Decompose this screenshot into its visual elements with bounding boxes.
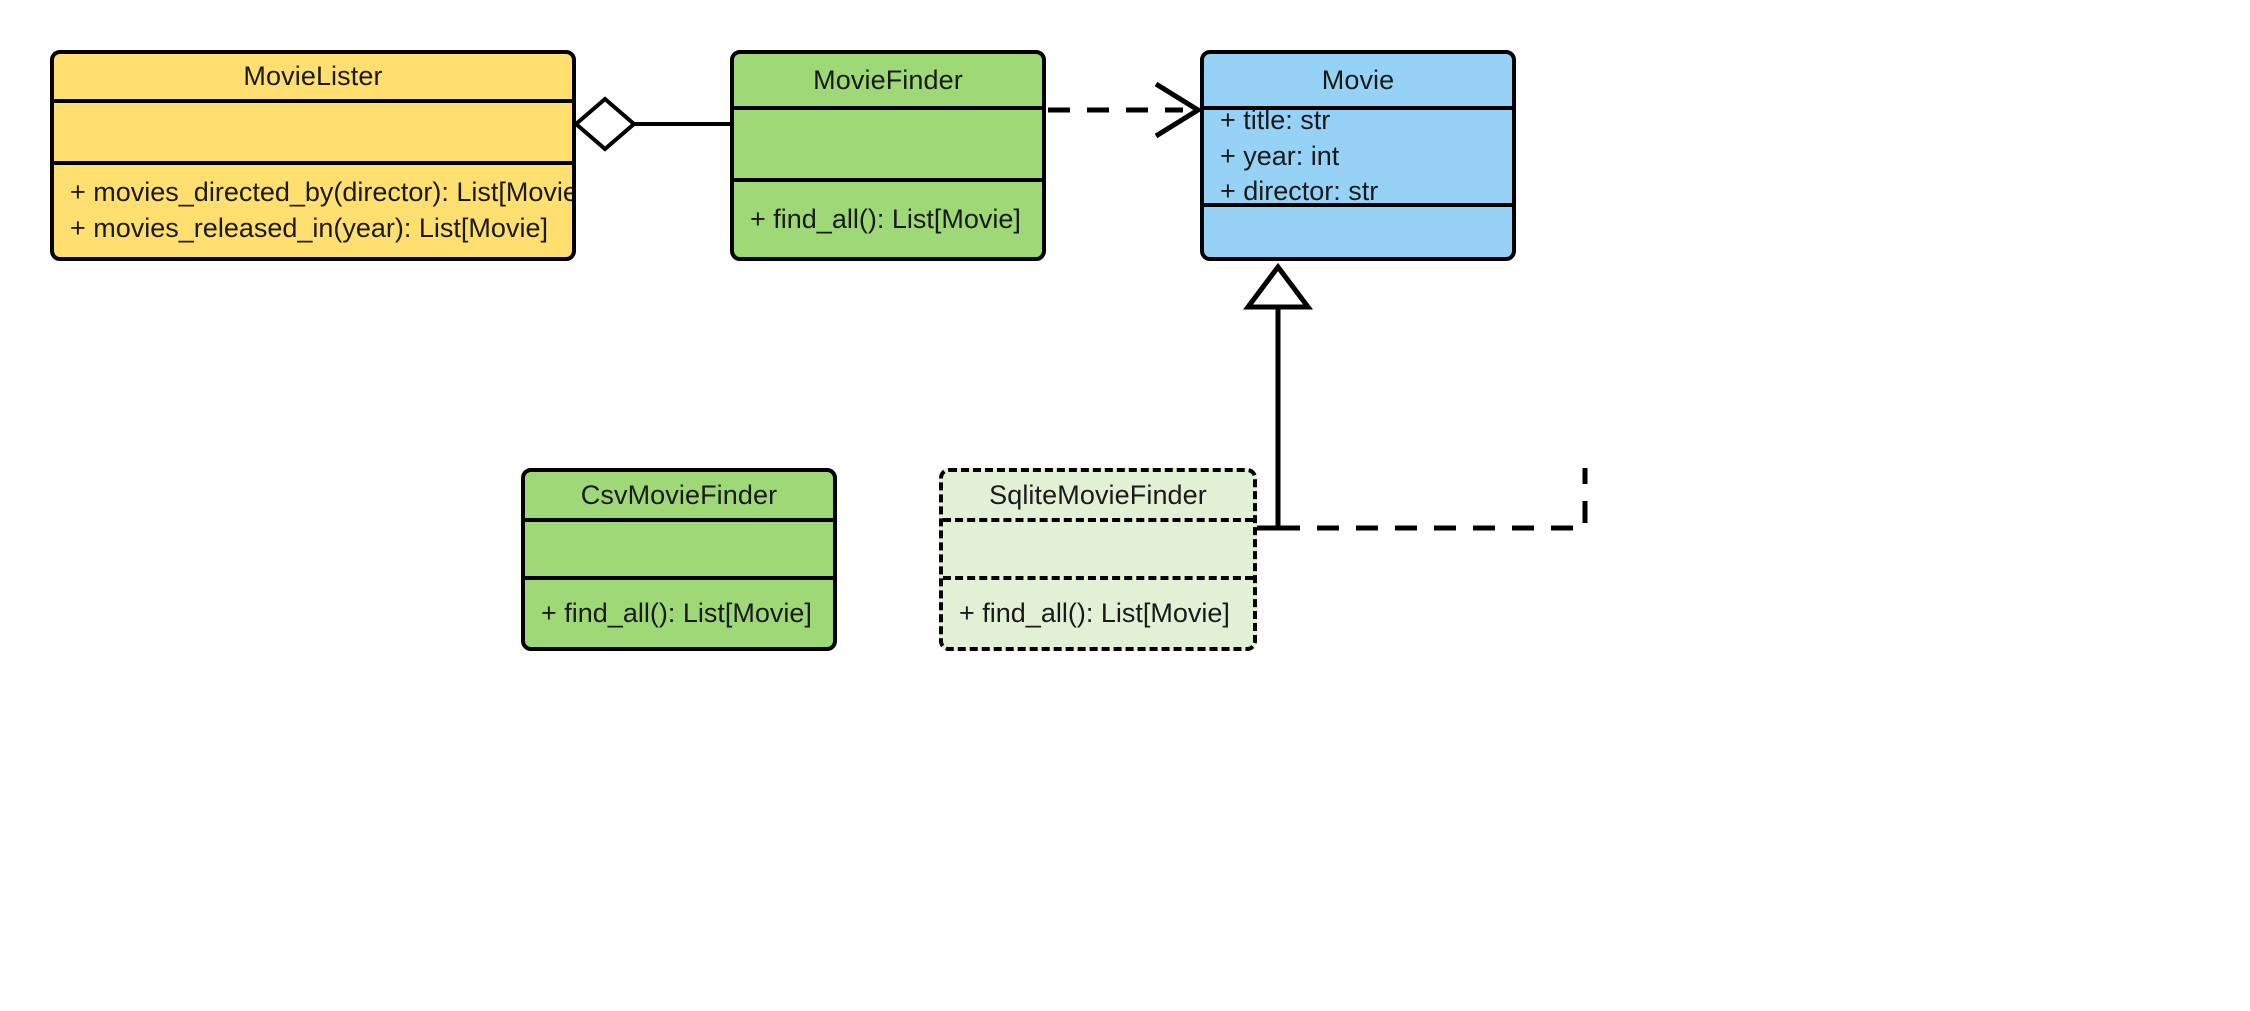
class-method: + find_all(): List[Movie] [959,597,1230,628]
class-name-sqlitemoviefinder: SqliteMovieFinder [989,479,1207,510]
class-attribute: + director: str [1220,176,1379,207]
class-title-compartment: CsvMovieFinder [525,472,833,522]
class-attribute: + year: int [1220,140,1340,171]
class-method: + movies_directed_by(director): List[Mov… [70,177,576,208]
class-methods-compartment: + find_all(): List[Movie] [525,580,833,647]
uml-class-sqlitemoviefinder[interactable]: SqliteMovieFinder + find_all(): List[Mov… [939,468,1257,651]
uml-class-moviefinder[interactable]: MovieFinder + find_all(): List[Movie] [730,50,1046,261]
class-title-compartment: SqliteMovieFinder [943,472,1253,522]
class-title-compartment: MovieLister [54,54,572,103]
class-title-compartment: Movie [1204,54,1512,110]
uml-class-movielister[interactable]: MovieLister + movies_directed_by(directo… [50,50,576,261]
class-attributes-compartment [525,522,833,580]
aggregation-movielister-moviefinder-connector[interactable] [572,96,732,152]
uml-class-csvmoviefinder[interactable]: CsvMovieFinder + find_all(): List[Movie] [521,468,837,651]
sqlitemoviefinder-inheritance-line [1278,468,1588,531]
open-arrow-icon [1154,81,1203,139]
hollow-triangle-icon [1243,262,1313,310]
inheritance-sqlitemoviefinder-connector[interactable] [1278,468,1588,531]
class-attribute: + title: str [1220,104,1331,135]
class-name-moviefinder: MovieFinder [813,64,963,95]
class-attributes-compartment: + title: str + year: int + director: str [1204,105,1512,207]
dependency-moviefinder-movie-connector[interactable] [1048,81,1203,139]
class-method: + find_all(): List[Movie] [541,597,812,628]
class-attributes-compartment [54,103,572,166]
class-name-csvmoviefinder: CsvMovieFinder [580,479,778,510]
class-methods-compartment: + find_all(): List[Movie] [734,182,1042,257]
generalization-trunk [1243,262,1313,528]
class-methods-compartment: + find_all(): List[Movie] [943,580,1253,647]
class-attributes-compartment [943,522,1253,580]
class-methods-compartment: + movies_directed_by(director): List[Mov… [54,165,572,257]
hollow-diamond-icon [572,96,638,152]
class-name-movie: Movie [1321,64,1395,95]
class-methods-compartment [1204,207,1512,257]
class-attributes-compartment [734,110,1042,182]
uml-class-movie[interactable]: Movie + title: str + year: int + directo… [1200,50,1516,261]
class-method: + find_all(): List[Movie] [750,203,1021,234]
class-name-movielister: MovieLister [243,60,383,91]
class-method: + movies_released_in(year): List[Movie] [70,213,548,244]
class-title-compartment: MovieFinder [734,54,1042,110]
